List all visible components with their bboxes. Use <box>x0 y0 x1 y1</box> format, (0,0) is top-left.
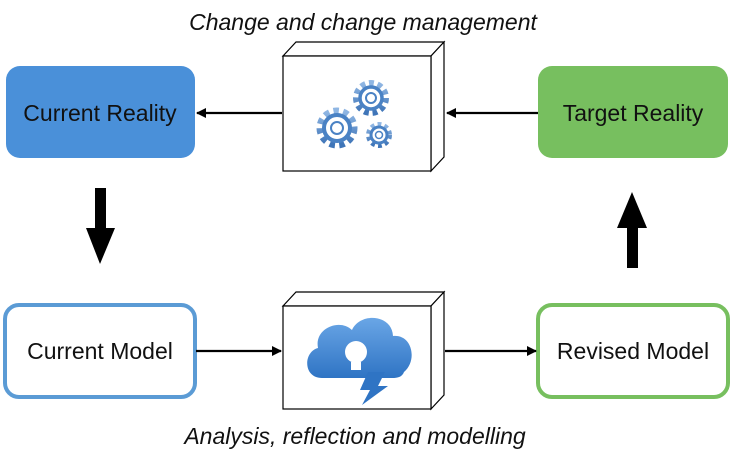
cloud-lightbulb-icon <box>307 317 412 405</box>
bottom-cube <box>281 290 446 411</box>
top-cube <box>281 40 446 173</box>
target-reality-label: Target Reality <box>563 100 704 126</box>
current-model-label: Current Model <box>27 338 173 364</box>
target-reality-node: Target Reality <box>538 66 728 158</box>
arrow-reality-to-model <box>86 188 115 264</box>
current-reality-node: Current Reality <box>6 66 195 158</box>
arrow-model-to-reality <box>617 192 647 268</box>
gears-icon <box>316 80 392 149</box>
revised-model-label: Revised Model <box>557 338 709 364</box>
top-caption: Change and change management <box>189 9 538 35</box>
bottom-caption: Analysis, reflection and modelling <box>182 423 526 449</box>
current-model-node: Current Model <box>3 303 197 399</box>
revised-model-node: Revised Model <box>536 303 730 399</box>
current-reality-label: Current Reality <box>23 100 177 126</box>
